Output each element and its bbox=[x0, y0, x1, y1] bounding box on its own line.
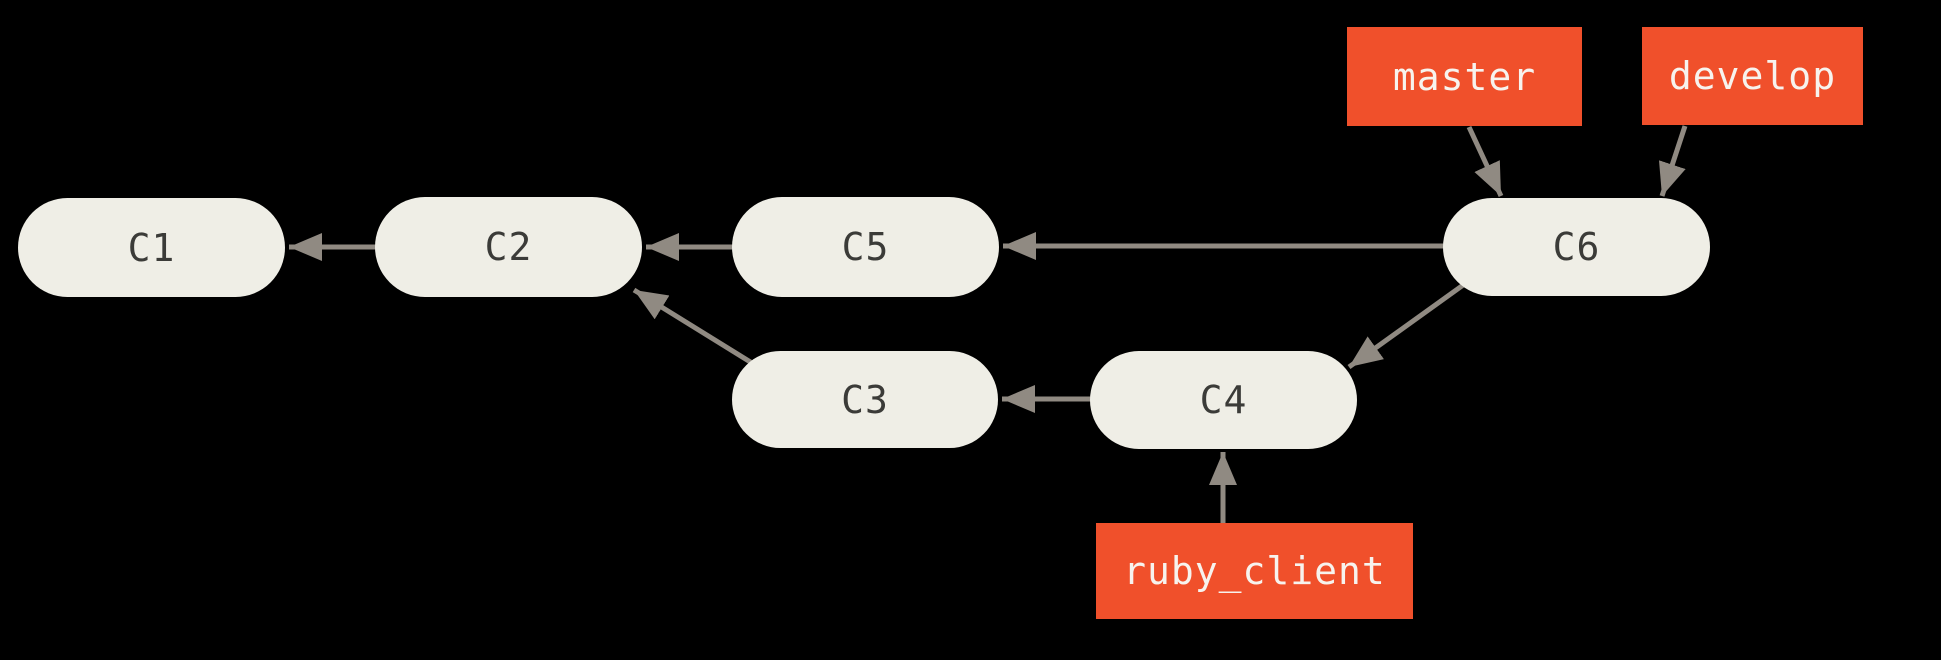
branch-box-master: master bbox=[1347, 27, 1582, 126]
branch-label: master bbox=[1392, 54, 1537, 99]
commit-node-c6: C6 bbox=[1443, 198, 1710, 296]
branch-label: develop bbox=[1668, 54, 1837, 98]
commit-label: C3 bbox=[841, 377, 889, 422]
arrow-c3-to-c2 bbox=[632, 287, 754, 366]
branch-box-develop: develop bbox=[1642, 27, 1863, 125]
commit-label: C1 bbox=[127, 225, 176, 270]
commit-node-c3: C3 bbox=[732, 351, 998, 448]
commit-label: C4 bbox=[1199, 378, 1248, 422]
commit-label: C2 bbox=[484, 225, 533, 269]
commit-label: C5 bbox=[841, 225, 890, 269]
commit-node-c1: C1 bbox=[18, 198, 285, 297]
arrow-develop-to-c6 bbox=[1659, 125, 1688, 197]
commit-node-c4: C4 bbox=[1090, 351, 1357, 449]
branch-box-ruby_client: ruby_client bbox=[1096, 523, 1413, 619]
commit-node-c2: C2 bbox=[375, 197, 642, 297]
commit-label: C6 bbox=[1552, 225, 1601, 269]
arrow-master-to-c6 bbox=[1466, 125, 1504, 198]
commit-node-c5: C5 bbox=[732, 197, 999, 297]
branch-label: ruby_client bbox=[1123, 549, 1386, 593]
arrow-c6-to-c4 bbox=[1347, 280, 1468, 370]
